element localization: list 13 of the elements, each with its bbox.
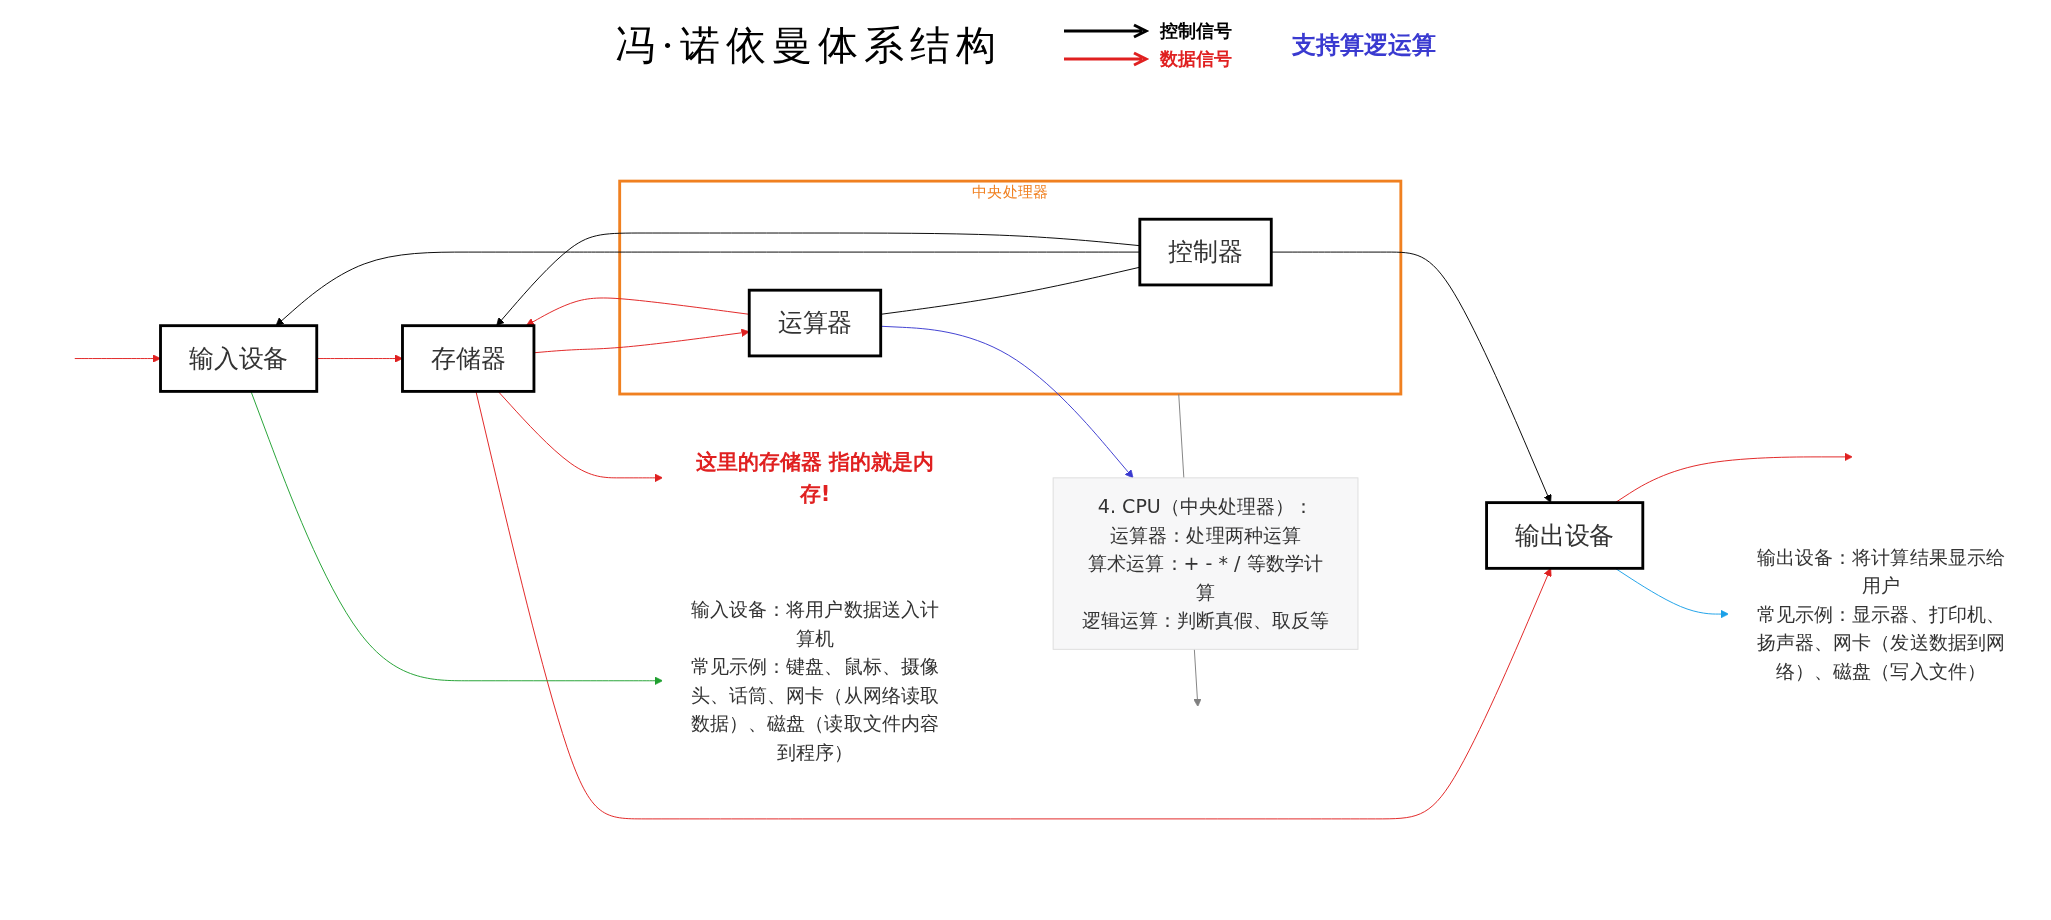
node-box: 4. CPU（中央处理器）： 运算器：处理两种运算 算术运算：+ - * / 等数学计算 逻辑运算：判断真假、取反等: [1052, 477, 1359, 650]
node-box: 控制器: [1138, 217, 1273, 287]
node-box: 运算器: [747, 288, 883, 358]
diagram-title: 冯·诺依曼体系结构: [615, 20, 1002, 70]
node-text: 输出设备：将计算结果显示给用户 常见示例：显示器、打印机、扬声器、网卡（发送数据到网络）、磁盘（写入文件）: [1757, 545, 2005, 683]
node-text: 这里的存储器 指的就是内存!: [696, 450, 934, 506]
node-box: 输入设备: [159, 324, 319, 393]
legend-text: 控制信号: [1159, 19, 1232, 43]
node-box: 存储器: [401, 324, 536, 393]
node-box: 输出设备: [1485, 501, 1645, 570]
annotation-text: 支持算逻运算: [1291, 30, 1436, 61]
node-text: 输入设备：将用户数据送入计算机 常见示例：键盘、鼠标、摄像头、话筒、网卡（从网络读取数据）、磁盘（读取文件内容到程序）: [691, 597, 939, 764]
legend-text: 数据信号: [1159, 47, 1232, 71]
